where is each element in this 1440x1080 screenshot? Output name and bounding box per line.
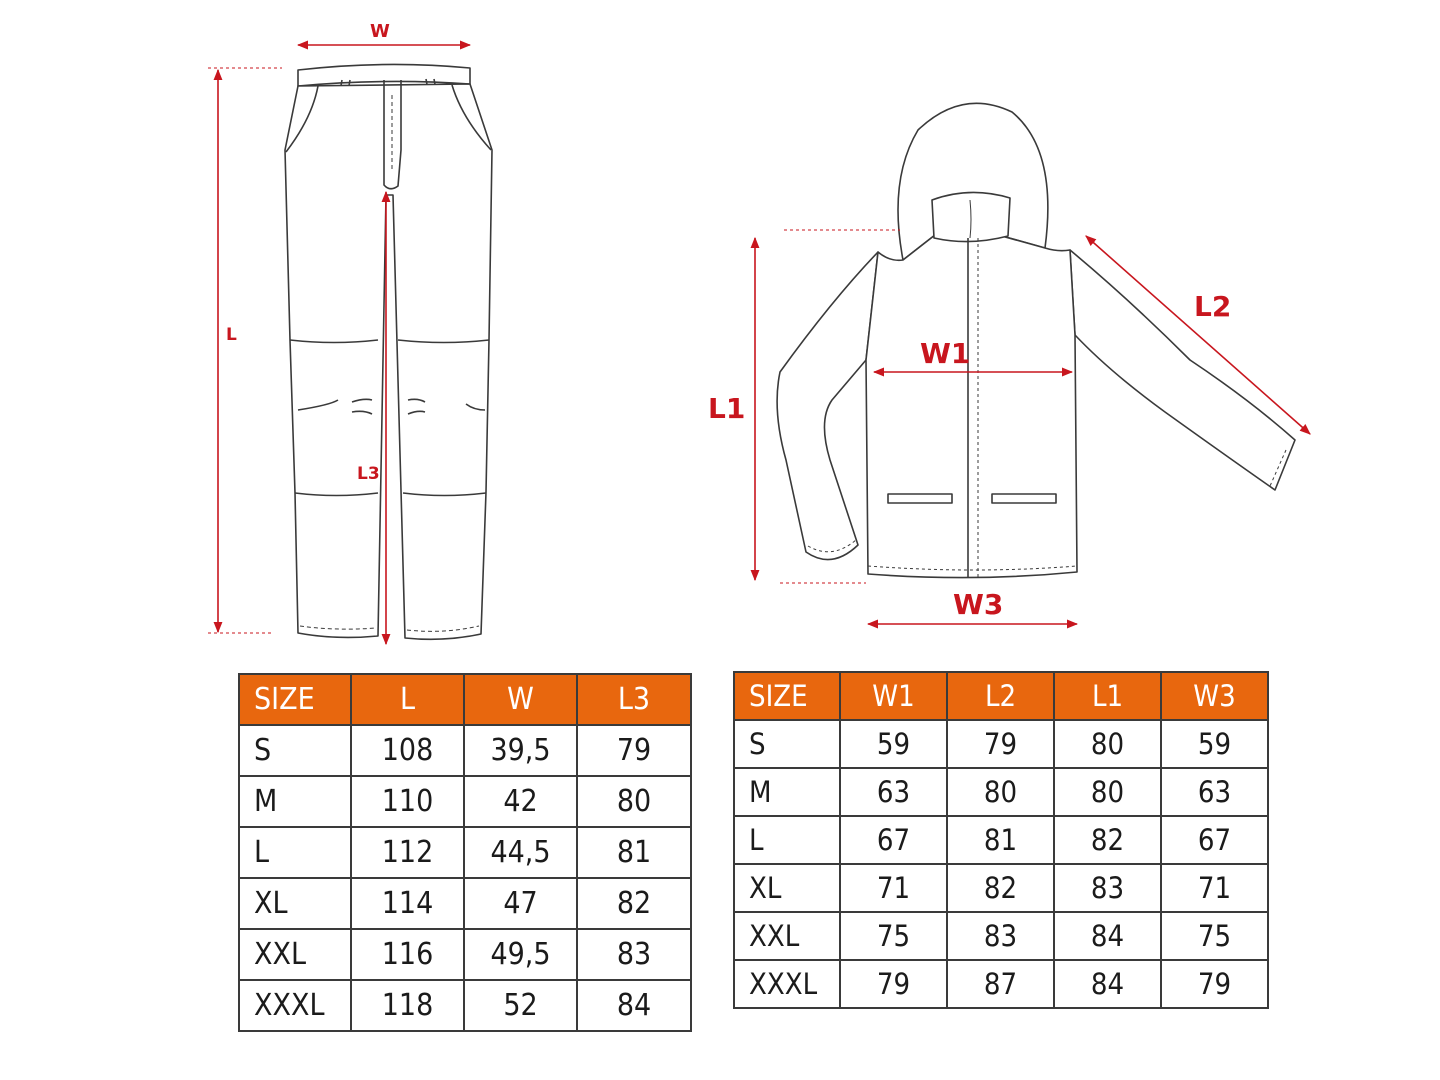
header-cell: W3 bbox=[1160, 671, 1269, 721]
table-row: XXL 75 83 84 75 bbox=[733, 911, 1269, 961]
value-cell: 67 bbox=[839, 815, 948, 865]
header-cell: L2 bbox=[946, 671, 1055, 721]
value-cell: 49,5 bbox=[463, 928, 578, 981]
header-cell: SIZE bbox=[733, 671, 841, 721]
size-cell: L bbox=[238, 826, 352, 879]
value-cell: 82 bbox=[946, 863, 1055, 913]
value-cell: 108 bbox=[350, 724, 465, 777]
size-cell: M bbox=[733, 767, 841, 817]
jacket-hem-label: W3 bbox=[953, 588, 1003, 621]
garment-diagram: W L L3 W1 L2 L1 W3 bbox=[208, 21, 1311, 646]
table-row: XL 71 82 83 71 bbox=[733, 863, 1269, 913]
size-cell: XXXL bbox=[238, 979, 352, 1032]
value-cell: 87 bbox=[946, 959, 1055, 1009]
value-cell: 116 bbox=[350, 928, 465, 981]
value-cell: 80 bbox=[946, 767, 1055, 817]
pants-inseam-label: L3 bbox=[357, 464, 380, 484]
value-cell: 114 bbox=[350, 877, 465, 930]
table-row: XXXL 79 87 84 79 bbox=[733, 959, 1269, 1009]
value-cell: 82 bbox=[1053, 815, 1162, 865]
size-cell: XXL bbox=[238, 928, 352, 981]
value-cell: 79 bbox=[946, 719, 1055, 769]
table-row: S 108 39,5 79 bbox=[238, 724, 692, 777]
jacket-drawing bbox=[776, 102, 1296, 579]
value-cell: 59 bbox=[839, 719, 948, 769]
jacket-measurements bbox=[750, 229, 1311, 629]
table-header-row: SIZE L W L3 bbox=[238, 673, 692, 726]
table-row: XL 114 47 82 bbox=[238, 877, 692, 930]
size-cell: L bbox=[733, 815, 841, 865]
jacket-size-table: SIZE W1 L2 L1 W3 S 59 79 80 59 M 63 80 8… bbox=[733, 671, 1269, 1009]
value-cell: 112 bbox=[350, 826, 465, 879]
header-cell: L bbox=[350, 673, 465, 726]
pants-drawing bbox=[284, 63, 493, 641]
value-cell: 80 bbox=[1053, 719, 1162, 769]
table-row: XXL 116 49,5 83 bbox=[238, 928, 692, 981]
pants-measurements bbox=[208, 40, 472, 646]
value-cell: 79 bbox=[576, 724, 692, 777]
value-cell: 118 bbox=[350, 979, 465, 1032]
value-cell: 67 bbox=[1160, 815, 1269, 865]
table-row: S 59 79 80 59 bbox=[733, 719, 1269, 769]
value-cell: 75 bbox=[1160, 911, 1269, 961]
value-cell: 83 bbox=[1053, 863, 1162, 913]
value-cell: 80 bbox=[576, 775, 692, 828]
table-row: M 63 80 80 63 bbox=[733, 767, 1269, 817]
value-cell: 75 bbox=[839, 911, 948, 961]
jacket-length-label: L1 bbox=[708, 392, 745, 425]
table-row: L 112 44,5 81 bbox=[238, 826, 692, 879]
value-cell: 47 bbox=[463, 877, 578, 930]
value-cell: 84 bbox=[576, 979, 692, 1032]
value-cell: 84 bbox=[1053, 959, 1162, 1009]
pants-size-table: SIZE L W L3 S 108 39,5 79 M 110 42 80 L … bbox=[238, 673, 692, 1032]
value-cell: 83 bbox=[946, 911, 1055, 961]
value-cell: 42 bbox=[463, 775, 578, 828]
jacket-sleeve-label: L2 bbox=[1194, 290, 1231, 323]
value-cell: 79 bbox=[1160, 959, 1269, 1009]
pants-length-label: L bbox=[226, 325, 237, 345]
value-cell: 59 bbox=[1160, 719, 1269, 769]
value-cell: 83 bbox=[576, 928, 692, 981]
header-cell: L3 bbox=[576, 673, 692, 726]
size-cell: XXL bbox=[733, 911, 841, 961]
value-cell: 39,5 bbox=[463, 724, 578, 777]
table-header-row: SIZE W1 L2 L1 W3 bbox=[733, 671, 1269, 721]
table-row: XXXL 118 52 84 bbox=[238, 979, 692, 1032]
value-cell: 79 bbox=[839, 959, 948, 1009]
value-cell: 71 bbox=[839, 863, 948, 913]
size-cell: XXXL bbox=[733, 959, 841, 1009]
table-row: L 67 81 82 67 bbox=[733, 815, 1269, 865]
value-cell: 84 bbox=[1053, 911, 1162, 961]
value-cell: 80 bbox=[1053, 767, 1162, 817]
size-cell: XL bbox=[733, 863, 841, 913]
value-cell: 63 bbox=[839, 767, 948, 817]
size-cell: XL bbox=[238, 877, 352, 930]
pants-width-label: W bbox=[370, 21, 390, 42]
header-cell: L1 bbox=[1053, 671, 1162, 721]
size-cell: S bbox=[238, 724, 352, 777]
jacket-chest-label: W1 bbox=[920, 337, 970, 370]
value-cell: 81 bbox=[576, 826, 692, 879]
value-cell: 110 bbox=[350, 775, 465, 828]
value-cell: 44,5 bbox=[463, 826, 578, 879]
value-cell: 81 bbox=[946, 815, 1055, 865]
header-cell: W bbox=[463, 673, 578, 726]
value-cell: 52 bbox=[463, 979, 578, 1032]
size-cell: S bbox=[733, 719, 841, 769]
size-cell: M bbox=[238, 775, 352, 828]
header-cell: SIZE bbox=[238, 673, 352, 726]
header-cell: W1 bbox=[839, 671, 948, 721]
value-cell: 63 bbox=[1160, 767, 1269, 817]
value-cell: 82 bbox=[576, 877, 692, 930]
table-row: M 110 42 80 bbox=[238, 775, 692, 828]
value-cell: 71 bbox=[1160, 863, 1269, 913]
